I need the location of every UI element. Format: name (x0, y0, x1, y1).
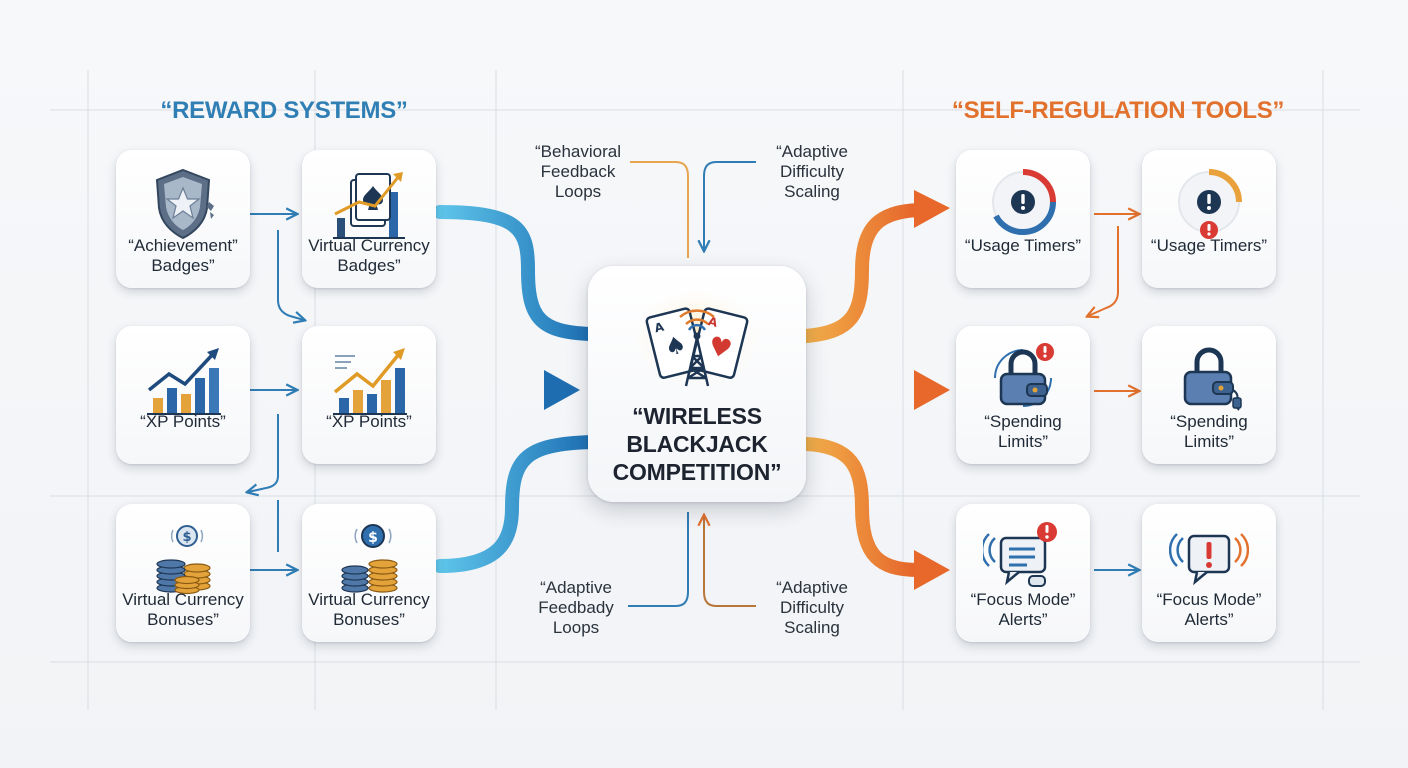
feedback-lines (628, 161, 756, 607)
node-label: “XP Points” (326, 412, 412, 431)
regulation-node-spending-limits-2[interactable]: “Spending Limits” (1142, 326, 1276, 464)
feedback-label-top-right: “Adaptive Difficulty Scaling (776, 142, 848, 201)
svg-text:A: A (707, 314, 720, 330)
self-regulation-title: “SELF-REGULATION TOOLS” (951, 97, 1285, 124)
flow-arrowhead-middle (914, 370, 950, 410)
feedback-line-bottom-left (628, 512, 689, 607)
coin-stack-icon: $ (156, 525, 211, 595)
feedback-label-bottom-left: “Adaptive Feedbady Loops (538, 578, 614, 637)
connector-arrow (248, 414, 279, 492)
growth-chart-icon (147, 348, 221, 415)
chat-alert-icon (1169, 533, 1249, 586)
feedback-line-top-left (630, 161, 689, 258)
center-node-wireless-blackjack[interactable]: A ♠ A ♥ “WIRELESS BLACKJACK COMPETITION” (588, 266, 806, 502)
reward-node-virtual-currency-badges[interactable]: Virtual Currency Badges” (302, 150, 436, 288)
connector-arrow (1088, 226, 1119, 316)
regulation-node-focus-mode-alerts[interactable]: “Focus Mode” Alerts” (956, 504, 1090, 642)
regulation-node-usage-timers-2[interactable]: “Usage Timers” (1142, 150, 1276, 288)
wallet-lock-icon (1183, 347, 1242, 411)
node-label: “Focus Mode” Alerts” (970, 590, 1076, 629)
feedback-line-bottom-right (704, 516, 756, 607)
feedback-label-bottom-right: “Adaptive Difficulty Scaling (776, 578, 848, 637)
connector-arrow (277, 230, 304, 320)
reward-flows (433, 205, 599, 573)
flow-arrow-bottom (433, 435, 599, 573)
flow-arrow-bottom (799, 437, 925, 577)
center-label: “WIRELESS BLACKJACK COMPETITION” (612, 403, 782, 485)
node-label: Virtual Currency Badges” (308, 236, 430, 275)
reward-systems-title: “REWARD SYSTEMS” (160, 97, 408, 124)
reward-connectors (248, 214, 304, 570)
svg-text:$: $ (368, 530, 378, 546)
feedback-line-top-right (704, 161, 756, 250)
node-label: “Usage Timers” (964, 236, 1082, 255)
flow-arrowhead-top (914, 190, 950, 228)
regulation-node-usage-timers[interactable]: “Usage Timers” (956, 150, 1090, 288)
timer-alert-icon (1178, 169, 1242, 239)
node-label: “Spending Limits” (1170, 412, 1248, 451)
svg-text:$: $ (182, 530, 191, 545)
regulation-node-focus-mode-alerts-2[interactable]: “Focus Mode” Alerts” (1142, 504, 1276, 642)
timer-alert-icon (992, 169, 1056, 236)
regulation-node-spending-limits[interactable]: “Spending Limits” (956, 326, 1090, 464)
growth-chart-icon (333, 348, 407, 415)
cards-antenna-icon: A ♠ A ♥ (633, 292, 761, 392)
flow-arrow-top (433, 205, 597, 341)
node-label: Virtual Currency Bonuses” (122, 590, 244, 629)
node-label: “Spending Limits” (984, 412, 1062, 451)
node-label: “Achievement” Badges” (128, 236, 238, 275)
regulation-flows (799, 190, 950, 590)
reward-node-virtual-currency-bonuses-2[interactable]: $ Virtual Currency Bonuses” (302, 504, 436, 642)
wallet-lock-icon (994, 343, 1054, 407)
flow-arrowhead-bottom (914, 550, 950, 590)
flow-arrow-top (799, 203, 925, 343)
reward-node-xp-points-2[interactable]: “XP Points” (302, 326, 436, 464)
node-label: “XP Points” (140, 412, 226, 431)
node-label: “Focus Mode” Alerts” (1156, 590, 1262, 629)
node-label: Virtual Currency Bonuses” (308, 590, 430, 629)
card-growth-chart-icon (333, 172, 405, 239)
coin-stack-icon: $ (341, 524, 398, 593)
regulation-connectors (1088, 214, 1138, 391)
reward-node-achievement-badges[interactable]: “Achievement” Badges” (116, 150, 250, 288)
reward-node-virtual-currency-bonuses[interactable]: $ Virtual Currency Bonuses” (116, 504, 250, 642)
feedback-label-top-left: “Behavioral Feedback Loops (535, 142, 621, 201)
node-label: “Usage Timers” (1150, 236, 1268, 255)
flow-arrowhead-middle (544, 370, 580, 410)
chat-alert-icon (983, 522, 1057, 587)
shield-star-icon (155, 168, 214, 240)
svg-text:A: A (653, 319, 666, 335)
reward-node-xp-points[interactable]: “XP Points” (116, 326, 250, 464)
